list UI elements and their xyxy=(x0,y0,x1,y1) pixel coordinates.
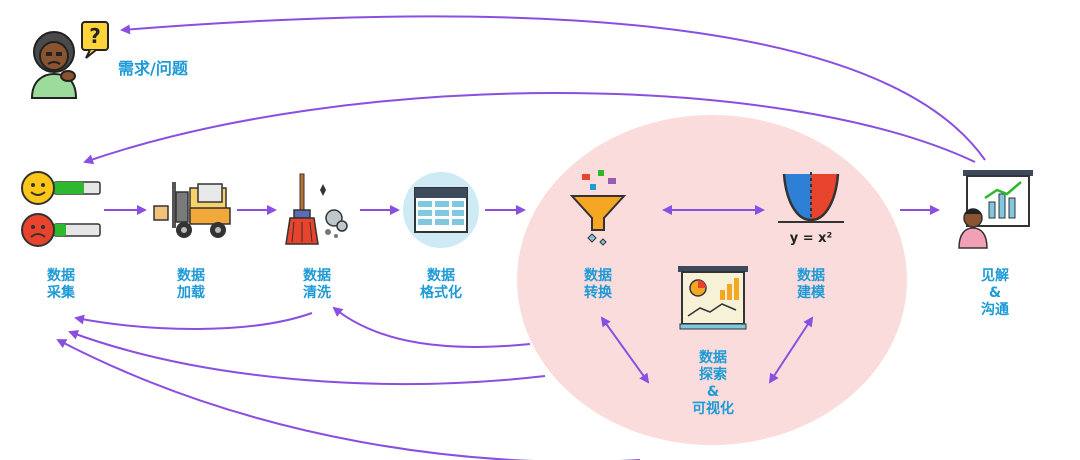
arrow-insight-to-collect xyxy=(83,92,976,165)
arrow-bottom-to-collect xyxy=(56,339,640,460)
node-clean-label: 数据 清洗 xyxy=(303,268,331,301)
model-formula: y = x² xyxy=(790,231,833,246)
node-transform-label: 数据 转换 xyxy=(584,268,612,301)
arrow-insight-to-need xyxy=(120,15,986,161)
presentation-board-icon xyxy=(678,266,748,330)
svg-text:?: ? xyxy=(89,24,101,48)
table-format-icon xyxy=(403,172,479,248)
arrow-transform-explore xyxy=(600,316,650,384)
need-problem-label: 需求/问题 xyxy=(118,59,188,78)
parabola-chart-icon: y = x² xyxy=(778,172,844,246)
funnel-icon xyxy=(569,170,627,246)
node-insight-label: 见解 & 沟通 xyxy=(981,268,1009,318)
person-question-icon: ? xyxy=(30,21,109,99)
broom-icon xyxy=(285,173,348,245)
node-explore-label: 数据 探索 & 可视化 xyxy=(692,350,734,417)
node-format-label: 数据 格式化 xyxy=(420,268,462,301)
arrow-model-explore xyxy=(768,316,814,384)
forklift-icon xyxy=(153,182,231,238)
arrow-clean-to-collect xyxy=(74,312,313,330)
node-collect-label: 数据 采集 xyxy=(47,268,75,301)
feedback-smileys-icon xyxy=(21,171,101,247)
presenter-icon xyxy=(958,170,1033,249)
arrow-transform-to-collect-mid xyxy=(68,330,546,385)
node-load-label: 数据 加载 xyxy=(177,268,205,301)
arrow-transform-to-clean xyxy=(332,306,531,348)
node-model-label: 数据 建模 xyxy=(797,268,825,301)
